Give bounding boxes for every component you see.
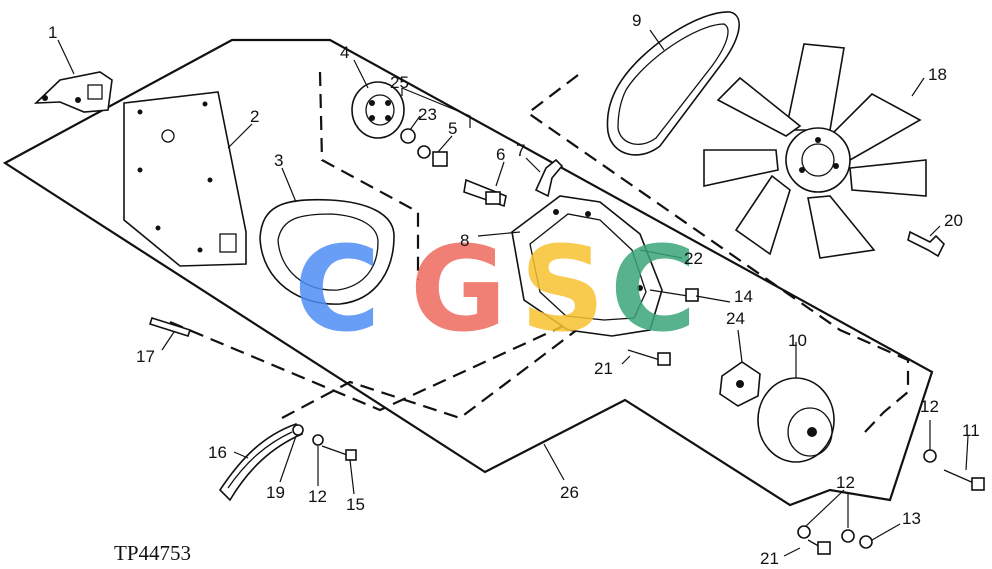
- callout-6: 6: [496, 145, 505, 164]
- callout-26: 26: [560, 483, 579, 502]
- part-pulley-4: [351, 81, 405, 139]
- callout-10: 10: [788, 331, 807, 350]
- callout-25: 25: [390, 73, 409, 92]
- callout-18: 18: [928, 65, 947, 84]
- part-bracket-1: [33, 71, 113, 113]
- part-gasket-3: [259, 198, 395, 305]
- watermark-letter-g: G: [410, 220, 507, 358]
- callout-1: 1: [48, 23, 57, 42]
- callout-4: 4: [340, 43, 349, 62]
- assembly-outline: [2, 38, 934, 507]
- callout-12-right: 12: [920, 397, 939, 416]
- part-hardware-lower-right: [797, 449, 985, 555]
- watermark-letter-c1: C: [294, 220, 381, 358]
- callout-16: 16: [208, 443, 227, 462]
- callout-19: 19: [266, 483, 285, 502]
- part-bolt-14-head: [685, 288, 699, 302]
- callout-15: 15: [346, 495, 365, 514]
- callout-20: 20: [944, 211, 963, 230]
- leader-lines: [57, 29, 969, 557]
- figure-id: TP44753: [114, 541, 191, 565]
- callout-14: 14: [734, 287, 753, 306]
- callout-17: 17: [136, 347, 155, 366]
- callout-2: 2: [250, 107, 259, 126]
- part-bolt-20: [907, 230, 945, 258]
- watermark-letter-c2: C: [610, 220, 697, 358]
- part-strap-16: [218, 423, 304, 502]
- callout-21-lower: 21: [760, 549, 779, 568]
- dashed-region-lower: [169, 299, 621, 412]
- part-pulley-10: [757, 377, 835, 463]
- callout-24: 24: [726, 309, 745, 328]
- part-hardware-19-12-15: [292, 424, 357, 461]
- dashed-region-upper: [318, 71, 420, 280]
- part-sensor-6: [463, 178, 507, 208]
- part-bolt-21a: [627, 349, 661, 361]
- dashed-region-bracket: [281, 319, 591, 420]
- part-bolt-14: [649, 289, 689, 297]
- part-elbow-7: [534, 158, 564, 198]
- watermark: C G S C: [294, 220, 697, 358]
- callout-5: 5: [448, 119, 457, 138]
- part-fan-18: [703, 43, 927, 259]
- callout-11: 11: [962, 421, 980, 440]
- part-plate-2: [123, 91, 247, 267]
- callout-3: 3: [274, 151, 283, 170]
- callout-8: 8: [460, 231, 469, 250]
- part-belt-9: [606, 11, 740, 156]
- part-housing-8: [511, 195, 663, 337]
- callout-9: 9: [632, 11, 641, 30]
- callout-labels: 1 2 3 4 25 23 5 6 7 8 9 18 20 22 14 24 1…: [48, 11, 980, 568]
- callout-21-upper: 21: [594, 359, 613, 378]
- callout-12-bottom: 12: [836, 473, 855, 492]
- callout-13: 13: [902, 509, 921, 528]
- watermark-letter-s: S: [520, 220, 605, 358]
- callout-7: 7: [516, 141, 525, 160]
- callout-12-lower-left: 12: [308, 487, 327, 506]
- callout-23: 23: [418, 105, 437, 124]
- callout-22: 22: [684, 249, 703, 268]
- part-bolt-21a-head: [657, 352, 671, 366]
- part-flange-24: [719, 361, 761, 407]
- part-pin-17: [148, 317, 192, 337]
- part-fittings-23-5: [400, 128, 448, 167]
- dashed-region-fan: [526, 74, 910, 433]
